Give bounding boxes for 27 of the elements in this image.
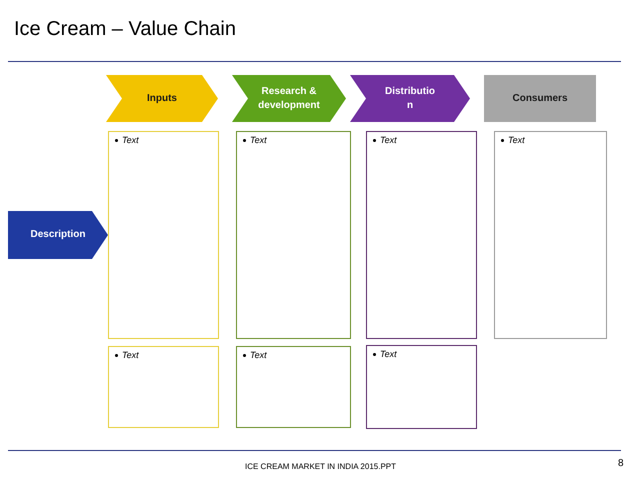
stage-label: Consumers — [512, 92, 568, 106]
bullet-text: Text — [380, 348, 397, 361]
bullet-text: Text — [122, 134, 139, 147]
stage-label: Description — [30, 228, 86, 242]
stage-label: Inputs — [147, 92, 177, 106]
text-box — [236, 346, 351, 428]
bullet-text: Text — [250, 349, 267, 362]
page-number: 8 — [618, 457, 624, 471]
chevron-shape — [8, 211, 108, 259]
text-box — [366, 345, 477, 429]
footer-text: ICE CREAM MARKET IN INDIA 2015.PPT — [245, 461, 396, 473]
stage-label: Distribution — [385, 84, 435, 112]
text-box — [366, 131, 477, 339]
bullet-text: Text — [508, 134, 525, 147]
stage-label: Research & development — [258, 84, 320, 112]
stage-box — [484, 75, 596, 122]
text-box — [108, 346, 219, 428]
bullet-text: Text — [122, 349, 139, 362]
text-box — [236, 131, 351, 339]
text-box — [108, 131, 219, 339]
chevron-shape — [106, 75, 218, 122]
text-box — [494, 131, 607, 339]
chevron-shape — [232, 75, 346, 122]
bullet-text: Text — [250, 134, 267, 147]
slide-title: Ice Cream – Value Chain — [14, 17, 236, 42]
bullet-text: Text — [380, 134, 397, 147]
chevron-shape — [350, 75, 470, 122]
